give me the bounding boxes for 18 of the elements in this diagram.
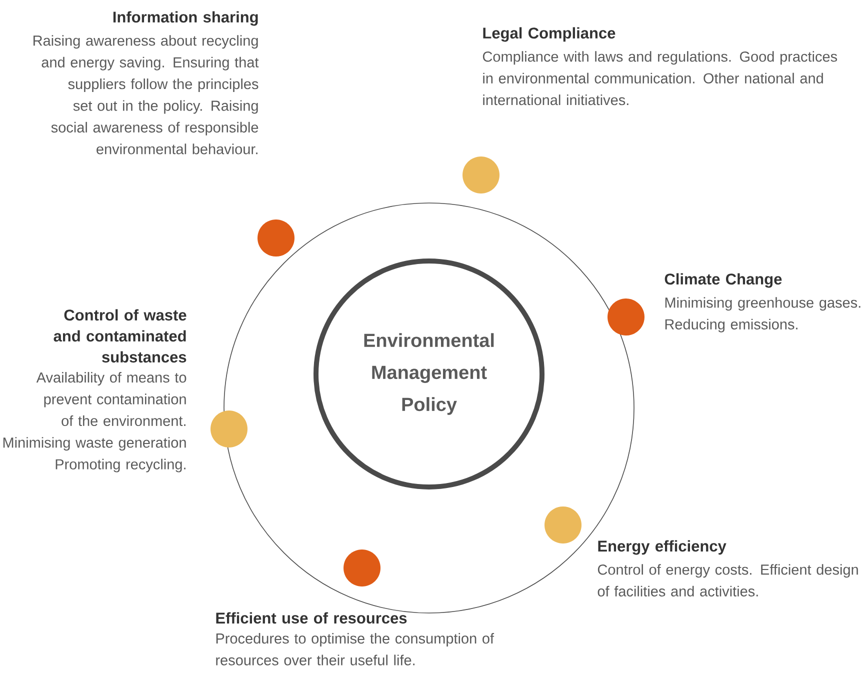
heading: Climate Change <box>664 273 782 288</box>
heading: Energy efficiency <box>598 540 726 555</box>
dot <box>608 298 644 336</box>
description: Compliance with laws and regulations. Good practices in environmental communication. Other national and international initiatives. <box>482 51 838 106</box>
dot <box>344 550 380 586</box>
description: Availability of means to prevent contamination of the environment. Minimising waste generation Promoting recycling. <box>3 372 186 472</box>
description: Minimising greenhouse gases. Reducing emissions. <box>665 297 860 332</box>
heading: Information sharing <box>113 11 258 26</box>
heading: Efficient use of resources <box>216 612 407 624</box>
description: Raising awareness about recycling and energy saving. Ensuring that suppliers follow the principles set out in the policy. Raising social awareness of responsible environmental behaviour. <box>34 35 259 154</box>
dot <box>210 410 248 448</box>
dot <box>544 506 582 544</box>
heading: Control of waste and contaminated substances <box>54 309 186 363</box>
dot <box>462 156 500 194</box>
description: Procedures to optimise the consumption of resources over their useful life. <box>216 633 494 666</box>
heading: Legal Compliance <box>483 27 616 42</box>
dot <box>258 220 294 256</box>
description: Control of energy costs. Efficient design of facilities and activities. <box>598 564 858 596</box>
